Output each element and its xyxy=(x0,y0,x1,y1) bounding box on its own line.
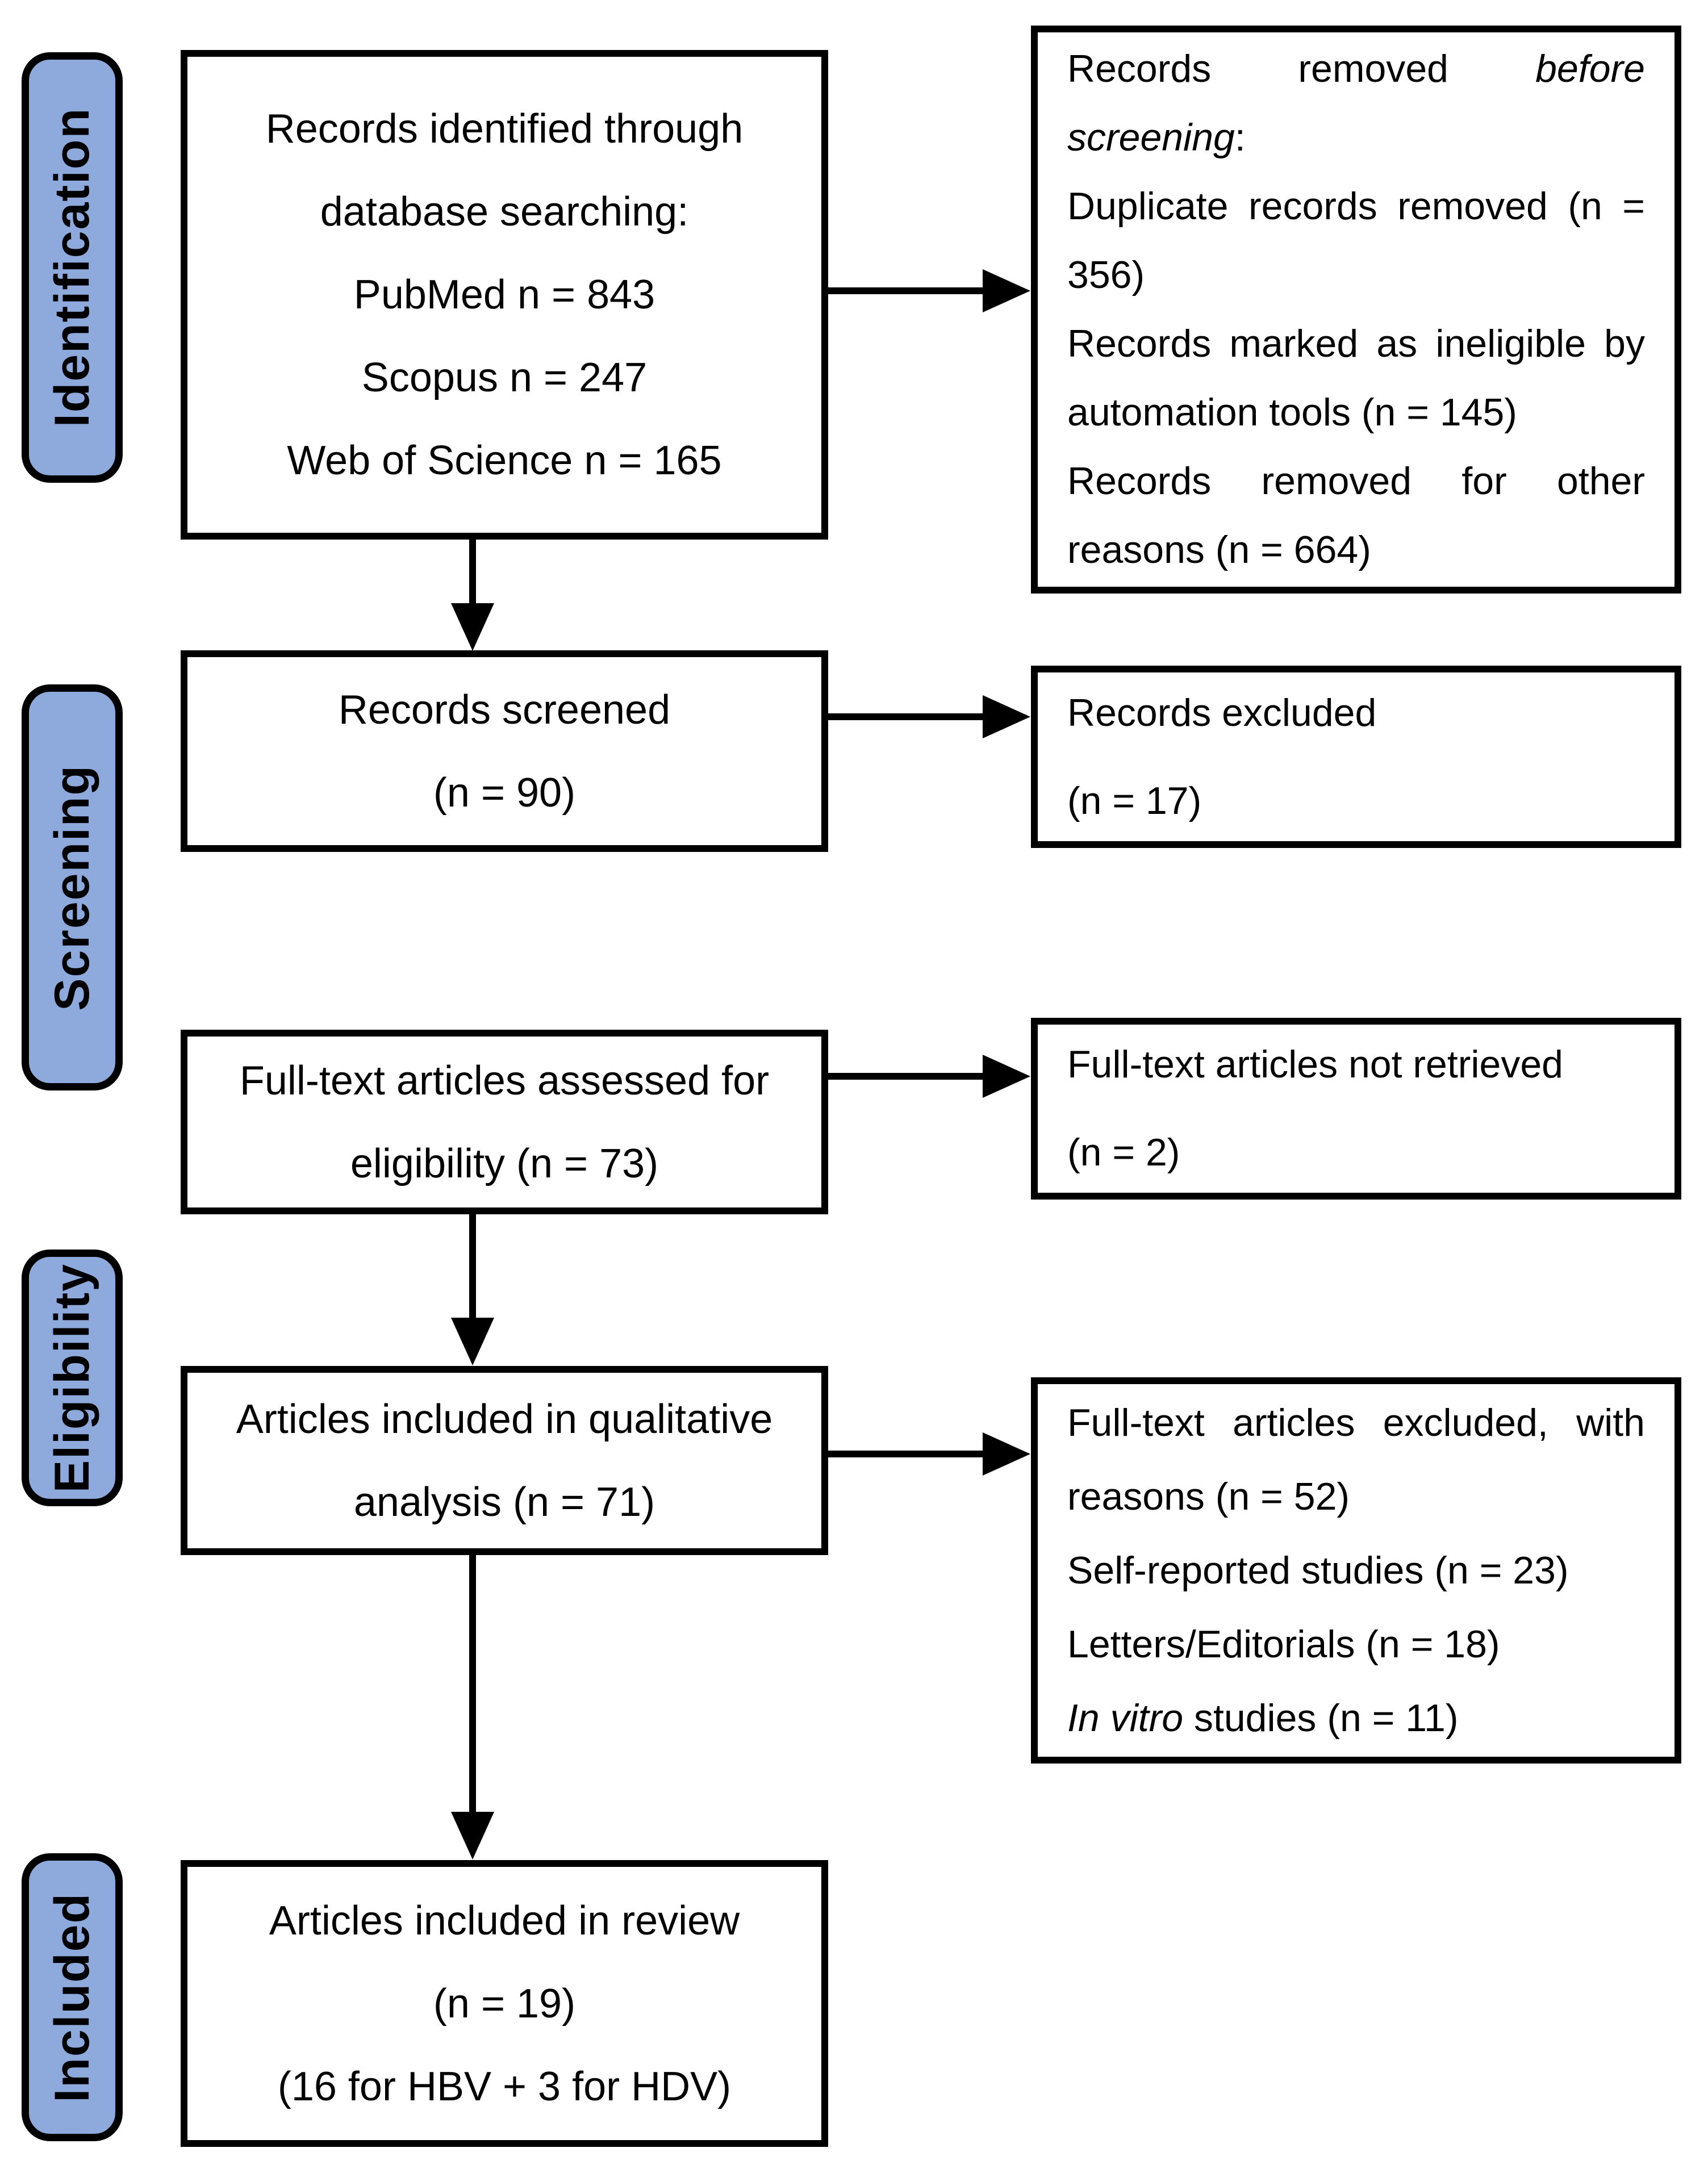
main-box-records-screened: Records screened (n = 90) xyxy=(181,650,828,852)
side-box-not-retrieved: Full-text articles not retrieved (n = 2) xyxy=(1031,1018,1681,1200)
box-text-segment-italic: screening xyxy=(1067,116,1235,159)
box-text-line: (n = 19) xyxy=(433,1980,576,2026)
arrow-shaft xyxy=(469,540,476,608)
box-text-segment: studies (n = 11) xyxy=(1183,1697,1459,1740)
arrow-shaft xyxy=(828,1073,987,1080)
box-text-line: 356) xyxy=(1067,253,1145,296)
box-text-line: (n = 90) xyxy=(433,770,576,816)
arrow-shaft xyxy=(828,713,987,720)
stage-label-identification-text: Identification xyxy=(44,107,99,428)
arrow-down-icon xyxy=(451,1812,494,1860)
stage-label-screening: Screening xyxy=(22,684,123,1090)
box-text-line: (n = 2) xyxy=(1067,1131,1180,1174)
box-text-line: Duplicate records removed (n = xyxy=(1067,185,1645,228)
box-text-segment: Records removed xyxy=(1067,47,1448,90)
main-box-records-identified: Records identified through database sear… xyxy=(181,50,828,540)
box-text-line: Articles included in qualitative xyxy=(236,1396,773,1442)
box-text-line: Records marked as ineligible by xyxy=(1067,322,1645,365)
box-text-line: (16 for HBV + 3 for HDV) xyxy=(277,2063,732,2109)
box-text-line: Self-reported studies (n = 23) xyxy=(1067,1549,1569,1592)
main-box-included-review: Articles included in review (n = 19) (16… xyxy=(181,1860,828,2147)
box-text-segment-italic: before xyxy=(1535,47,1645,90)
stage-label-included-text: Included xyxy=(44,1892,99,2103)
box-text-line: (n = 17) xyxy=(1067,779,1202,822)
box-text-line: database searching: xyxy=(320,189,689,235)
stage-label-included: Included xyxy=(22,1853,123,2141)
arrow-shaft xyxy=(469,1214,476,1322)
box-text-line: Scopus n = 247 xyxy=(361,355,648,400)
main-box-qualitative-analysis: Articles included in qualitative analysi… xyxy=(181,1366,828,1555)
box-text-line: PubMed n = 843 xyxy=(353,272,655,317)
box-text-line: Articles included in review xyxy=(269,1898,740,1944)
arrow-right-icon xyxy=(983,695,1030,738)
box-text-line: In vitro studies (n = 11) xyxy=(1067,1681,1645,1755)
box-text-line: reasons (n = 52) xyxy=(1067,1475,1350,1518)
box-text-line: Records excluded xyxy=(1067,691,1377,734)
arrow-right-icon xyxy=(983,269,1030,312)
arrow-shaft xyxy=(828,287,987,294)
arrow-shaft xyxy=(828,1451,987,1457)
stage-label-identification: Identification xyxy=(22,52,123,483)
main-box-fulltext-assessed: Full-text articles assessed for eligibil… xyxy=(181,1030,828,1214)
side-box-removed-before-screening: Records removed before screening: Duplic… xyxy=(1031,26,1681,594)
arrow-down-icon xyxy=(451,603,494,651)
box-text-line: Full-text articles excluded, with xyxy=(1067,1401,1645,1444)
box-text-line: Full-text articles assessed for xyxy=(239,1058,770,1104)
box-text-segment: : xyxy=(1234,116,1246,159)
stage-label-screening-text: Screening xyxy=(44,764,99,1011)
box-text-line: analysis (n = 71) xyxy=(353,1479,655,1525)
arrow-down-icon xyxy=(451,1318,494,1365)
box-text-line: Full-text articles not retrieved xyxy=(1067,1043,1563,1086)
box-text-line: eligibility (n = 73) xyxy=(350,1140,659,1186)
box-text-line: automation tools (n = 145) xyxy=(1067,391,1517,434)
box-text-segment-italic: In vitro xyxy=(1067,1697,1184,1740)
box-text-line: Records identified through xyxy=(265,106,744,152)
stage-label-eligibility-text: Eligibility xyxy=(44,1263,99,1493)
box-text-line: Records screened xyxy=(338,687,671,733)
box-text-line: Records removed before xyxy=(1067,35,1645,103)
box-text-line: screening: xyxy=(1067,103,1645,172)
arrow-shaft xyxy=(469,1555,476,1816)
box-text-line: Web of Science n = 165 xyxy=(287,438,722,483)
stage-label-eligibility: Eligibility xyxy=(22,1250,123,1506)
side-box-records-excluded: Records excluded (n = 17) xyxy=(1031,666,1681,848)
box-text-line: Records removed for other xyxy=(1067,459,1645,503)
box-text-line: reasons (n = 664) xyxy=(1067,528,1371,571)
box-text-line: Letters/Editorials (n = 18) xyxy=(1067,1623,1500,1666)
side-box-excluded-with-reasons: Full-text articles excluded, with reason… xyxy=(1031,1377,1681,1764)
arrow-right-icon xyxy=(983,1055,1030,1098)
arrow-right-icon xyxy=(983,1432,1030,1476)
